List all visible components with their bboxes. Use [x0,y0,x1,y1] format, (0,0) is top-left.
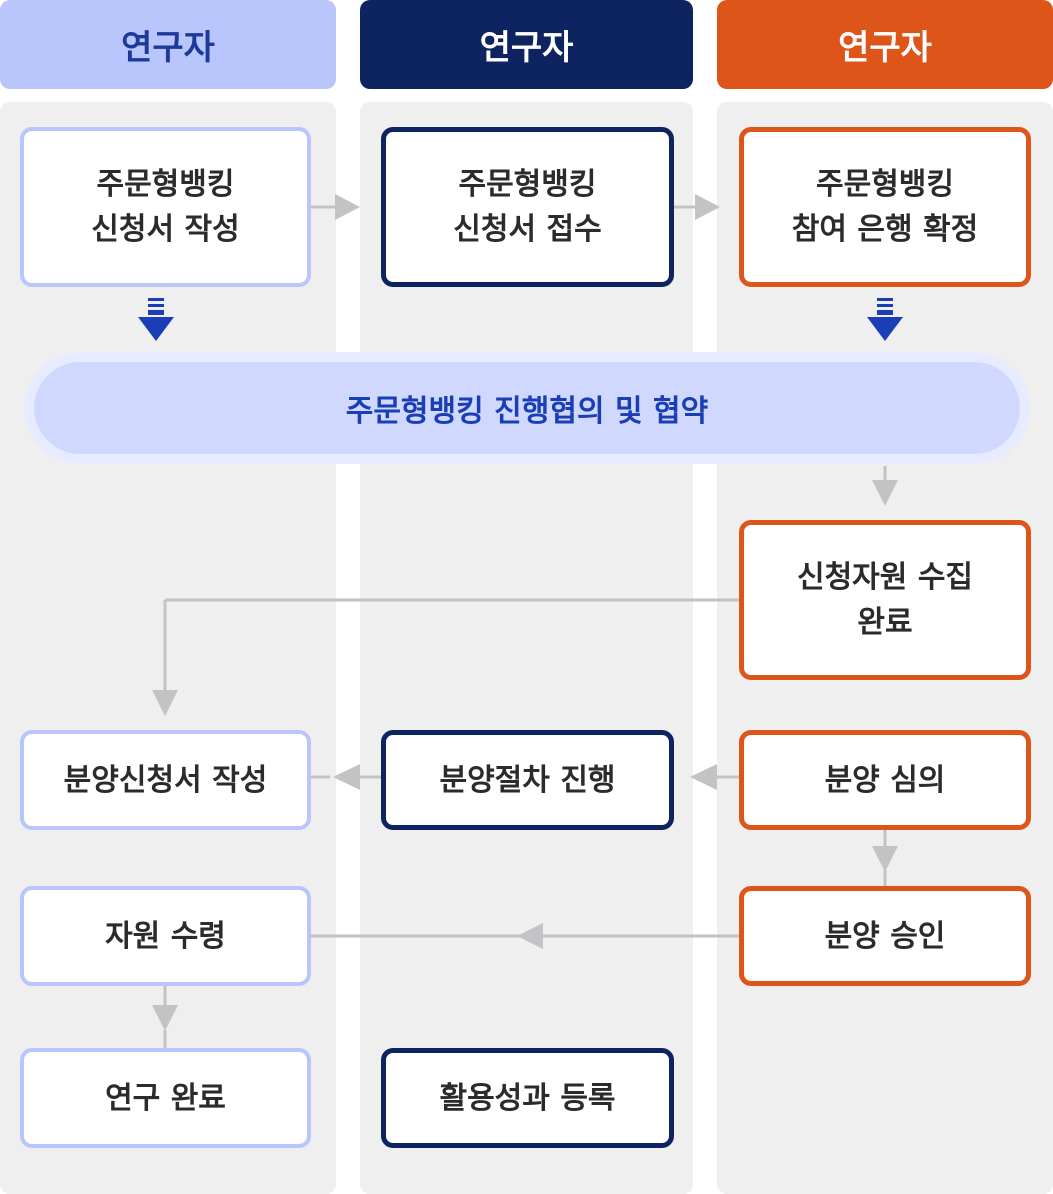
step-dist-write: 분양신청서 작성 [20,730,311,830]
step-consult: 주문형뱅킹 진행협의 및 협약 [34,362,1020,454]
lane-2-header: 연구자 [360,0,693,89]
step-resource-receive: 자원 수령 [20,886,311,986]
lane-1-header: 연구자 [0,0,336,89]
step-apply-receive: 주문형뱅킹 신청서 접수 [381,127,674,287]
step-dist-review: 분양 심의 [739,730,1031,830]
highlight-arrows [138,298,903,341]
step-collect-done: 신청자원 수집 완료 [739,520,1031,680]
arrowhead-down-4 [152,1005,178,1031]
step-apply-write: 주문형뱅킹 신청서 작성 [20,127,311,287]
arrowhead-left-1 [333,764,360,790]
lane-3-header: 연구자 [717,0,1053,89]
step-dist-approve: 분양 승인 [739,886,1031,986]
arrowhead-left-3 [517,923,543,949]
arrowhead-left-2 [690,764,717,790]
step-bank-confirm: 주문형뱅킹 참여 은행 확정 [739,127,1031,287]
arrowhead-right-2 [695,194,720,220]
arrowhead-down-2 [152,690,178,716]
arrowhead-down-1 [872,480,898,506]
step-dist-proceed: 분양절차 진행 [381,730,674,830]
step-outcome-register: 활용성과 등록 [381,1048,674,1148]
step-research-done: 연구 완료 [20,1048,311,1148]
arrowhead-right-1 [335,194,360,220]
arrowhead-down-3 [872,846,898,872]
